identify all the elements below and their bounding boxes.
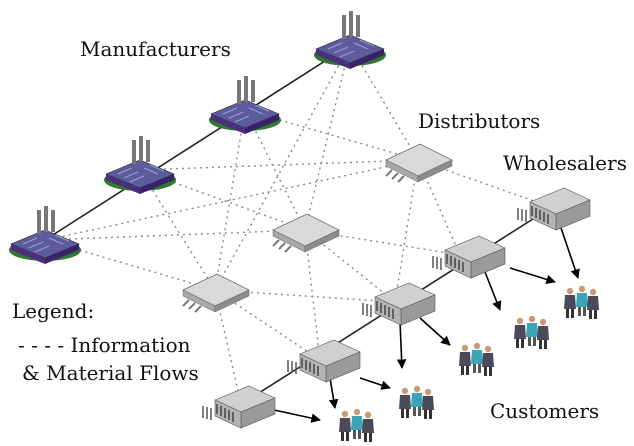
customer-group-icon: [459, 343, 494, 376]
customer-group-icon: [339, 409, 374, 442]
legend: Legend: - - - - Information & Material F…: [12, 300, 199, 384]
wholesaler-building-icon: [202, 385, 276, 429]
wholesaler-building-icon: [432, 235, 506, 279]
customer-group-icon: [399, 386, 434, 419]
arrow-to-customers: [396, 321, 407, 369]
flow-line: [349, 44, 419, 161]
flow-line: [304, 44, 351, 231]
arrow-to-customers: [559, 224, 580, 279]
arrow-to-customers: [419, 317, 451, 346]
flow-line: [304, 229, 461, 256]
factory-icon: [208, 75, 282, 135]
flow-line: [139, 159, 419, 171]
flow-line: [214, 109, 246, 291]
legend-title: Legend:: [12, 299, 95, 323]
flow-line: [44, 159, 419, 241]
customers-label: Customers: [490, 399, 600, 423]
legend-line-key: - - - - Information: [18, 333, 191, 357]
warehouse-icon: [272, 213, 340, 253]
arrow-to-customers: [509, 267, 556, 285]
factory-icon: [103, 135, 177, 195]
warehouse-icon: [385, 143, 453, 183]
wholesaler-building-icon: [362, 282, 436, 326]
arrow-to-customers: [328, 377, 339, 409]
customer-group-icon: [564, 286, 599, 319]
customer-group-icon: [514, 316, 549, 349]
flow-line: [417, 159, 546, 206]
factory-icon: [313, 10, 387, 70]
wholesaler-building-icon: [287, 339, 361, 383]
wholesalers-label: Wholesalers: [503, 151, 627, 175]
manufacturers-label: Manufacturers: [80, 37, 231, 61]
distributors-label: Distributors: [418, 109, 541, 133]
manufacturer-chain-line: [44, 44, 351, 241]
arrow-to-customers: [359, 377, 391, 390]
flow-line: [304, 229, 321, 361]
legend-line-key-2: & Material Flows: [22, 361, 199, 385]
flow-line: [214, 44, 351, 291]
flow-line: [44, 229, 306, 241]
flow-line: [244, 109, 306, 231]
wholesaler-building-icon: [517, 187, 591, 231]
arrow-to-customers: [484, 271, 502, 311]
